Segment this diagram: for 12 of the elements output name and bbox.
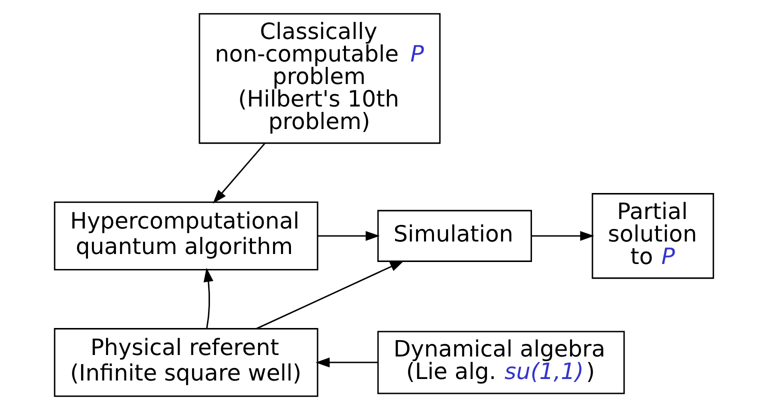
node-box: Physical referent (Infinite square well) bbox=[54, 328, 318, 397]
node-box: Partial solution to P bbox=[592, 193, 714, 279]
arrow bbox=[212, 142, 266, 204]
node-box: Hypercomputational quantum algorithm bbox=[54, 201, 318, 270]
arrow bbox=[318, 231, 380, 241]
node-box: Dynamical algebra (Lie alg. su(1,1)) bbox=[377, 330, 625, 394]
arrow bbox=[316, 358, 378, 368]
node-box: Classically non-computable P problem (Hilbert's 10th problem) bbox=[198, 13, 441, 144]
arrow bbox=[531, 231, 594, 241]
arrow bbox=[256, 260, 404, 330]
arrow bbox=[204, 268, 214, 328]
node-box: Simulation bbox=[377, 210, 532, 262]
